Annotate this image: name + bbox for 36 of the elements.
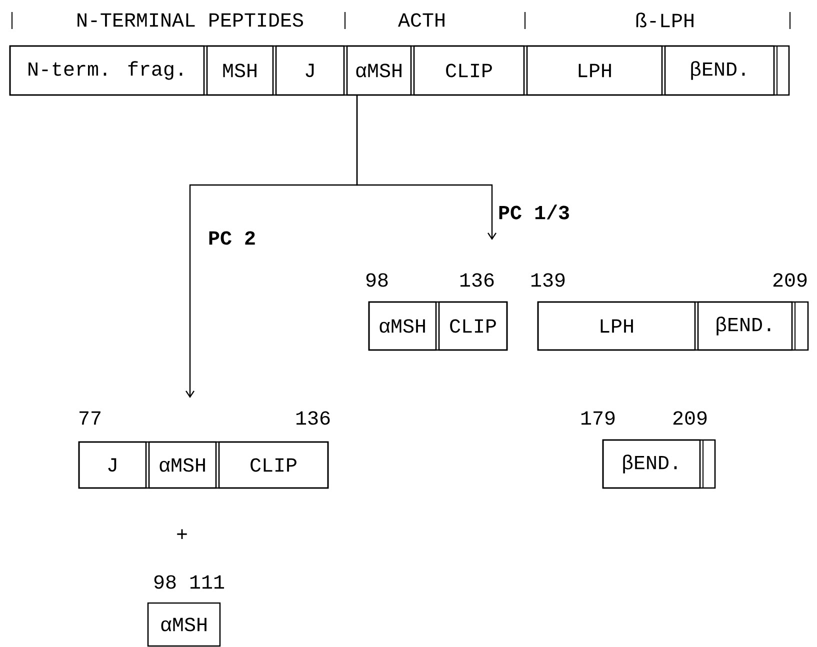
segment-box: CLIP xyxy=(218,441,329,489)
end-segment xyxy=(794,302,808,350)
residue-number: 136 xyxy=(296,411,330,425)
residue-number: 98 xyxy=(366,273,388,287)
residue-number: 179 xyxy=(581,411,615,425)
region-label: N-TERMINAL PEPTIDES xyxy=(78,13,303,27)
segment-box: CLIP xyxy=(438,301,508,351)
edge-label: PC 1/3 xyxy=(497,204,571,220)
segment-box: MSH xyxy=(206,45,274,96)
plus-sign: + xyxy=(177,529,187,539)
region-label: ß-LPH xyxy=(636,12,694,28)
end-segment xyxy=(776,46,790,96)
end-segment xyxy=(702,440,716,488)
residue-number: 98 xyxy=(154,575,176,589)
residue-number: 209 xyxy=(773,273,807,287)
residue-number: 111 xyxy=(190,575,224,589)
segment-box: J xyxy=(78,441,147,489)
segment-box: LPH xyxy=(526,45,663,96)
segment-box: LPH xyxy=(537,301,696,351)
segment-box: CLIP xyxy=(413,45,525,96)
segment-box: βEND. xyxy=(602,439,701,489)
segment-box: βEND. xyxy=(664,45,775,96)
segment-box: αMSH xyxy=(148,441,217,489)
segment-box: J xyxy=(275,45,345,96)
segment-box: N-term. frag. xyxy=(9,45,205,96)
residue-number: 77 xyxy=(80,411,100,425)
segment-box: αMSH xyxy=(147,602,221,647)
arrow xyxy=(356,95,496,240)
residue-number: 139 xyxy=(531,273,565,287)
residue-number: 136 xyxy=(460,273,494,287)
segment-box: αMSH xyxy=(346,45,412,96)
edge-label: PC 2 xyxy=(207,230,257,246)
segment-box: αMSH xyxy=(368,301,437,351)
segment-box: βEND. xyxy=(697,301,793,351)
residue-number: 209 xyxy=(673,411,707,425)
region-label: ACTH xyxy=(398,13,444,27)
